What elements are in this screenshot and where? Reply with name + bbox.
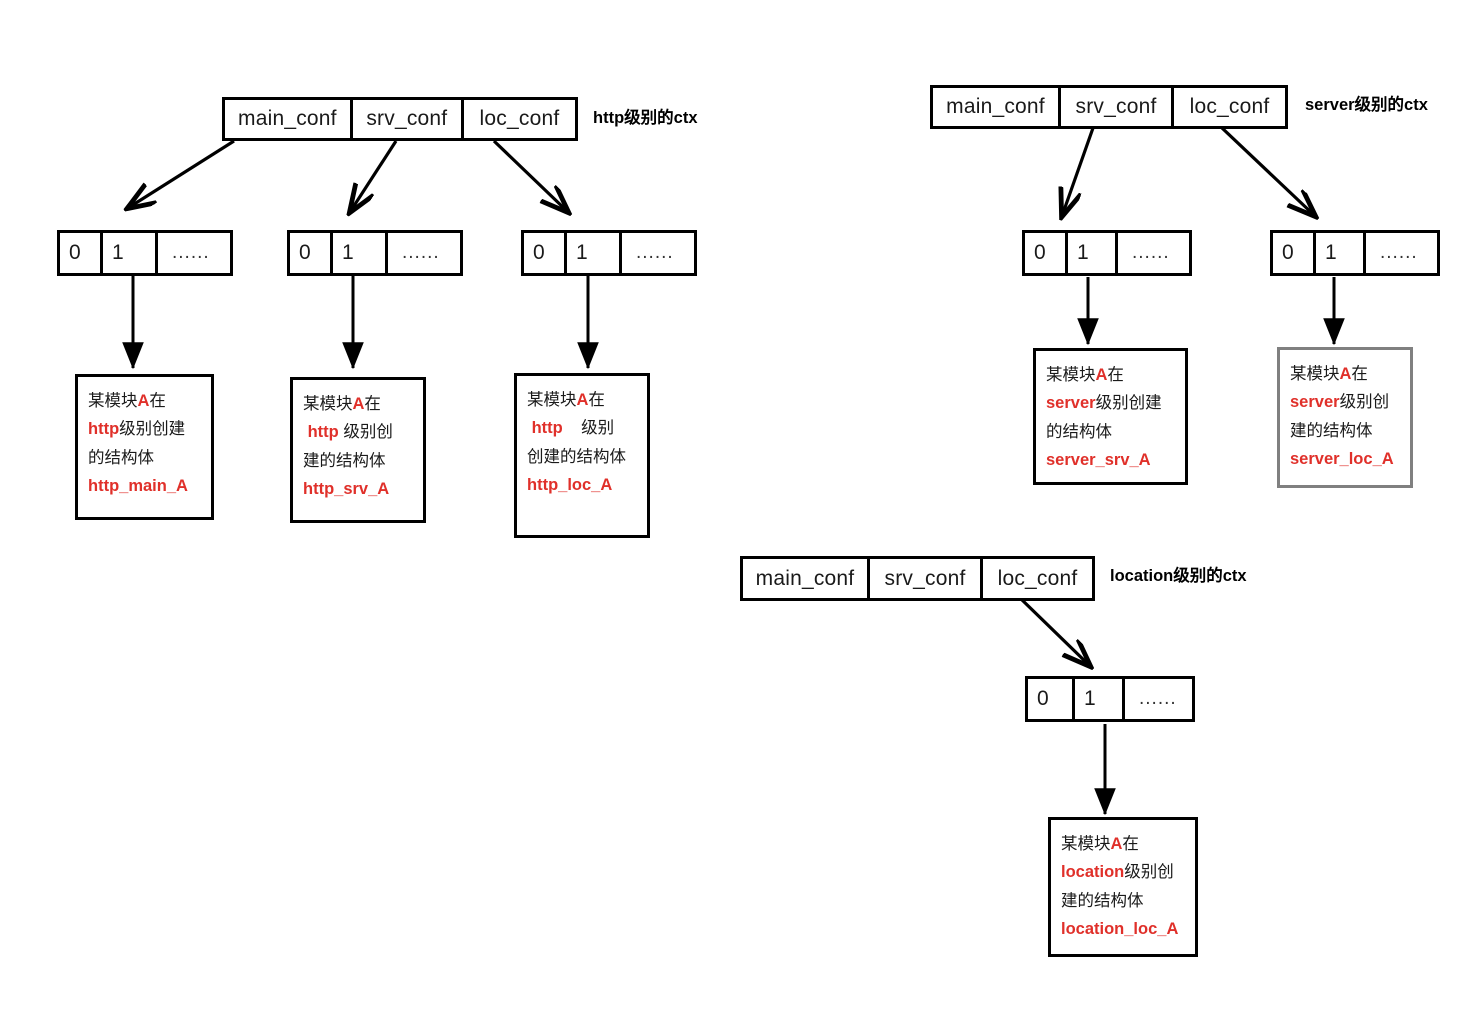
http-loc-array: 0 1 ...... [521,230,697,276]
desc-line-3: 建的结构体 [1061,891,1144,910]
desc-line-4: server_loc_A [1290,450,1394,469]
array-cell-0[interactable]: 0 [60,233,103,273]
http-conf-main-conf[interactable]: main_conf [225,100,353,138]
desc-line-4: http_loc_A [527,476,613,495]
desc-line-2: http 级别创 [303,423,393,442]
arrow-location-loc-conf [1017,595,1090,666]
array-cell-1[interactable]: 1 [1316,233,1366,273]
desc-line-1: 某模块A在 [1061,835,1139,853]
server-conf-main-conf[interactable]: main_conf [933,88,1061,126]
desc-line-4: http_main_A [88,477,188,496]
server-srv-struct-box: 某模块A在 server级别创建 的结构体 server_srv_A [1033,348,1188,485]
arrow-server-loc-conf [1220,126,1315,216]
array-cell-1[interactable]: 1 [1075,679,1125,719]
desc-line-2: http 级别 [527,419,615,438]
http-loc-struct-box: 某模块A在 http 级别 创建的结构体 http_loc_A [514,373,650,538]
array-cell-ellipsis: ...... [1132,242,1170,263]
server-loc-array: 0 1 ...... [1270,230,1440,276]
desc-line-4: server_srv_A [1046,451,1151,470]
desc-line-3: 建的结构体 [1290,421,1373,440]
location-section-caption: location级别的ctx [1110,567,1247,585]
desc-line-1: 某模块A在 [88,392,166,410]
location-conf-table: main_conf srv_conf loc_conf [740,556,1095,601]
desc-line-1: 某模块A在 [1290,365,1368,383]
desc-line-2: location级别创 [1061,863,1174,882]
array-cell-0[interactable]: 0 [1028,679,1075,719]
http-srv-array: 0 1 ...... [287,230,463,276]
http-conf-srv-conf[interactable]: srv_conf [353,100,464,138]
array-cell-ellipsis: ...... [402,242,440,263]
location-conf-main-conf[interactable]: main_conf [743,559,870,598]
array-cell-1[interactable]: 1 [333,233,388,273]
desc-line-4: location_loc_A [1061,920,1179,939]
server-conf-table: main_conf srv_conf loc_conf [930,85,1288,129]
array-cell-0[interactable]: 0 [1025,233,1068,273]
desc-line-3: 的结构体 [88,448,154,467]
server-loc-struct-box: 某模块A在 server级别创 建的结构体 server_loc_A [1277,347,1413,488]
desc-line-2: server级别创 [1290,393,1390,412]
desc-line-2: http级别创建 [88,420,186,439]
server-srv-array: 0 1 ...... [1022,230,1192,276]
desc-line-2: server级别创建 [1046,394,1162,413]
array-cell-0[interactable]: 0 [524,233,567,273]
http-conf-loc-conf[interactable]: loc_conf [479,107,560,130]
server-conf-loc-conf[interactable]: loc_conf [1189,95,1270,118]
arrow-server-srv-conf [1062,127,1095,216]
array-cell-1[interactable]: 1 [1068,233,1118,273]
location-loc-struct-box: 某模块A在 location级别创 建的结构体 location_loc_A [1048,817,1198,957]
arrow-http-main-conf [128,139,235,208]
desc-line-4: http_srv_A [303,480,390,499]
arrow-http-loc-conf [492,139,568,212]
arrow-http-srv-conf [350,140,398,212]
array-cell-ellipsis: ...... [1139,688,1177,709]
desc-line-1: 某模块A在 [1046,366,1124,384]
desc-line-1: 某模块A在 [527,391,605,409]
desc-line-1: 某模块A在 [303,395,381,413]
array-cell-0[interactable]: 0 [1273,233,1316,273]
server-section-caption: server级别的ctx [1305,96,1428,114]
http-main-struct-box: 某模块A在 http级别创建 的结构体 http_main_A [75,374,214,520]
location-loc-array: 0 1 ...... [1025,676,1195,722]
array-cell-1[interactable]: 1 [567,233,622,273]
array-cell-0[interactable]: 0 [290,233,333,273]
desc-line-3: 创建的结构体 [527,447,626,466]
array-cell-ellipsis: ...... [636,242,674,263]
http-conf-table: main_conf srv_conf loc_conf [222,97,578,141]
desc-line-3: 建的结构体 [303,451,386,470]
location-conf-srv-conf[interactable]: srv_conf [870,559,983,598]
http-srv-struct-box: 某模块A在 http 级别创 建的结构体 http_srv_A [290,377,426,523]
server-conf-srv-conf[interactable]: srv_conf [1061,88,1174,126]
http-main-array: 0 1 ...... [57,230,233,276]
array-cell-ellipsis: ...... [1380,242,1418,263]
location-conf-loc-conf[interactable]: loc_conf [997,566,1078,590]
array-cell-1[interactable]: 1 [103,233,158,273]
http-section-caption: http级别的ctx [593,109,698,127]
array-cell-ellipsis: ...... [172,242,210,263]
desc-line-3: 的结构体 [1046,422,1112,441]
